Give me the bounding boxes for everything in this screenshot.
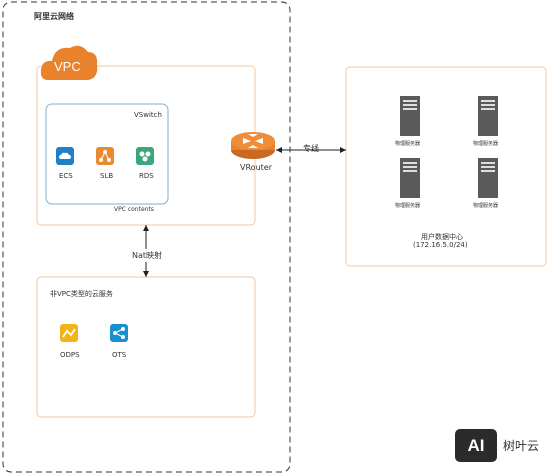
vpc-label: VPC <box>54 59 81 74</box>
server-4-label: 物理服务器 <box>473 203 499 209</box>
vpc-box <box>36 65 256 226</box>
service-ots-label: OTS <box>112 351 127 359</box>
datacenter-box <box>345 66 547 267</box>
watermark-logo-text: AI <box>467 436 485 455</box>
service-odps[interactable] <box>60 324 78 342</box>
service-rds-label: RDS <box>139 172 154 180</box>
chart-icon <box>60 324 78 342</box>
vswitch-title: VSwitch <box>134 111 162 119</box>
server-4[interactable] <box>478 158 498 198</box>
server-1[interactable] <box>400 96 420 136</box>
datacenter-title: 用户数据中心 <box>421 233 463 241</box>
nat-label: Nat映射 <box>132 249 163 262</box>
server-3-label: 物理服务器 <box>395 203 421 209</box>
service-ots[interactable] <box>110 324 128 342</box>
arrow-up-icon <box>143 225 149 231</box>
service-ecs[interactable] <box>56 147 74 165</box>
service-ecs-label: ECS <box>59 172 73 180</box>
share-icon <box>110 324 128 342</box>
service-slb-label: SLB <box>100 172 114 180</box>
server-icon <box>400 158 420 198</box>
dedicated-line-label: 专线 <box>303 144 319 153</box>
server-icon <box>400 96 420 136</box>
watermark-text: 树叶云 <box>503 439 540 453</box>
service-rds[interactable] <box>136 147 154 165</box>
cloud-icon <box>56 147 74 165</box>
network-boundary <box>2 1 291 473</box>
server-1-label: 物理服务器 <box>395 141 421 147</box>
server-icon <box>478 96 498 136</box>
vswitch-box <box>45 103 169 205</box>
server-3[interactable] <box>400 158 420 198</box>
server-icon <box>478 158 498 198</box>
arrow-left-icon <box>276 147 282 153</box>
vrouter-icon <box>231 132 275 159</box>
database-icon <box>136 147 154 165</box>
arrow-right-icon <box>340 147 346 153</box>
watermark-logo: AI <box>455 429 497 462</box>
server-2-label: 物理服务器 <box>473 141 499 147</box>
vswitch-footer: VPC contents <box>114 206 154 213</box>
network-icon <box>96 147 114 165</box>
non-vpc-title: 非VPC类型的云服务 <box>50 290 113 298</box>
arrow-down-icon <box>143 271 149 277</box>
server-2[interactable] <box>478 96 498 136</box>
service-odps-label: ODPS <box>60 351 80 359</box>
vpc-cloud-icon <box>40 45 98 80</box>
network-title: 阿里云网络 <box>34 12 74 21</box>
datacenter-subnet: (172.16.5.0/24) <box>413 241 468 249</box>
service-slb[interactable] <box>96 147 114 165</box>
vrouter-label: VRouter <box>240 163 272 172</box>
